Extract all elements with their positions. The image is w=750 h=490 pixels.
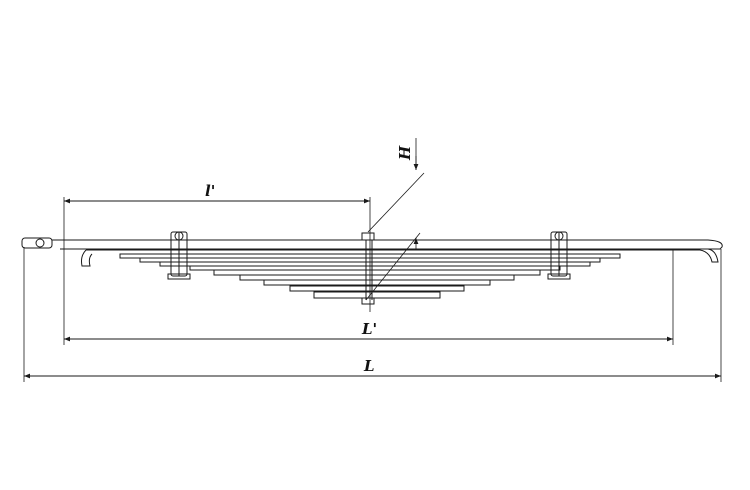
- label-L: L: [363, 357, 375, 375]
- right-clamp: [547, 231, 571, 280]
- center-bolt: [361, 232, 375, 305]
- camber-construction: [365, 156, 425, 301]
- label-H: H: [396, 145, 414, 161]
- main-leaf: [52, 239, 723, 250]
- label-l-prime: l': [205, 182, 215, 200]
- leaf-9: [263, 279, 491, 286]
- right-hook: [699, 248, 719, 263]
- leaf-8: [239, 274, 515, 281]
- leaf-11: [313, 291, 441, 299]
- left-hook: [81, 249, 93, 267]
- left-clamp: [167, 231, 191, 280]
- leaf-6: [189, 265, 561, 271]
- label-L-prime: L': [361, 320, 377, 338]
- spring-leaves: [52, 239, 723, 299]
- left-eye-bushing: [21, 237, 53, 249]
- leaf-5: [159, 261, 591, 267]
- leaf-7: [213, 269, 541, 276]
